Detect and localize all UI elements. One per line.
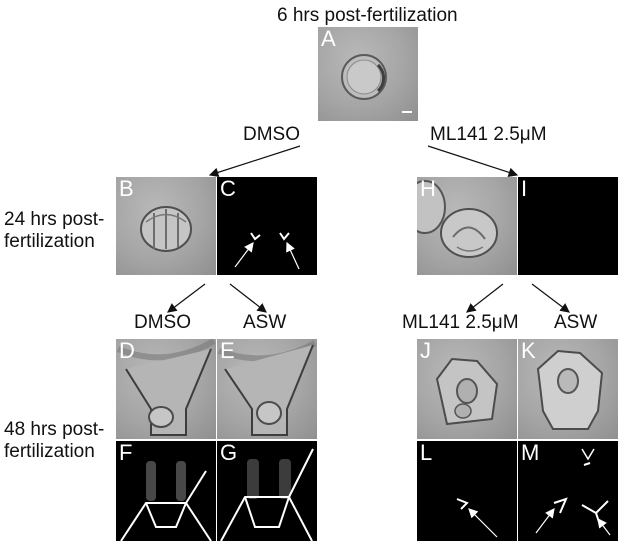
panel-k-label: K xyxy=(521,339,536,363)
panel-h-image: H xyxy=(417,177,517,275)
arrow-to-ml141-48h xyxy=(466,283,504,313)
panel-d-label: D xyxy=(119,339,135,363)
heading-48hrs-line1: 48 hrs post- xyxy=(4,419,105,440)
scale-bar xyxy=(402,111,412,113)
panel-f-label: F xyxy=(119,441,133,465)
panel-d-image: D xyxy=(116,339,216,439)
heading-24hrs-line1: 24 hrs post- xyxy=(4,209,105,230)
panel-b-label: B xyxy=(119,177,134,201)
panel-b-image: B xyxy=(116,177,216,275)
panel-c-label: C xyxy=(220,177,236,201)
panel-h-label: H xyxy=(420,177,436,201)
branch-asw-second-left: ASW xyxy=(243,312,287,333)
panel-f-image: F xyxy=(116,441,216,541)
panel-a-image: A xyxy=(318,27,418,121)
panel-m-image: M xyxy=(518,441,618,541)
heading-6hrs: 6 hrs post-fertilization xyxy=(277,5,458,26)
panel-j-image: J xyxy=(417,339,517,439)
arrow-to-dmso-24h xyxy=(208,145,301,177)
panel-e-label: E xyxy=(220,339,235,363)
panel-k-image: K xyxy=(518,339,618,439)
branch-asw-second-right: ASW xyxy=(554,312,598,333)
branch-ml141-second: ML141 2.5μM xyxy=(402,312,519,333)
panel-c-image: C xyxy=(217,177,317,275)
panel-m-label: M xyxy=(521,441,540,465)
panel-e-image: E xyxy=(217,339,317,439)
panel-j-label: J xyxy=(420,339,431,363)
heading-48hrs-line2: fertilization xyxy=(4,441,95,462)
panel-g-image: G xyxy=(217,441,317,541)
panel-i-label: I xyxy=(521,177,528,201)
arrow-to-dmso-48h xyxy=(167,283,206,313)
panel-a-label: A xyxy=(321,27,336,51)
panel-i-image: I xyxy=(518,177,618,275)
panel-l-label: L xyxy=(420,441,433,465)
arrow-to-asw-48h-right xyxy=(531,283,570,313)
arrow-to-ml141-24h xyxy=(427,145,519,177)
branch-dmso-second: DMSO xyxy=(134,312,191,333)
branch-ml141-first: ML141 2.5μM xyxy=(430,124,547,145)
heading-24hrs-line2: fertilization xyxy=(4,231,95,252)
panel-g-label: G xyxy=(220,441,238,465)
panel-l-image: L xyxy=(417,441,517,541)
arrow-to-asw-48h-left xyxy=(229,283,267,313)
branch-dmso-first: DMSO xyxy=(243,124,300,145)
